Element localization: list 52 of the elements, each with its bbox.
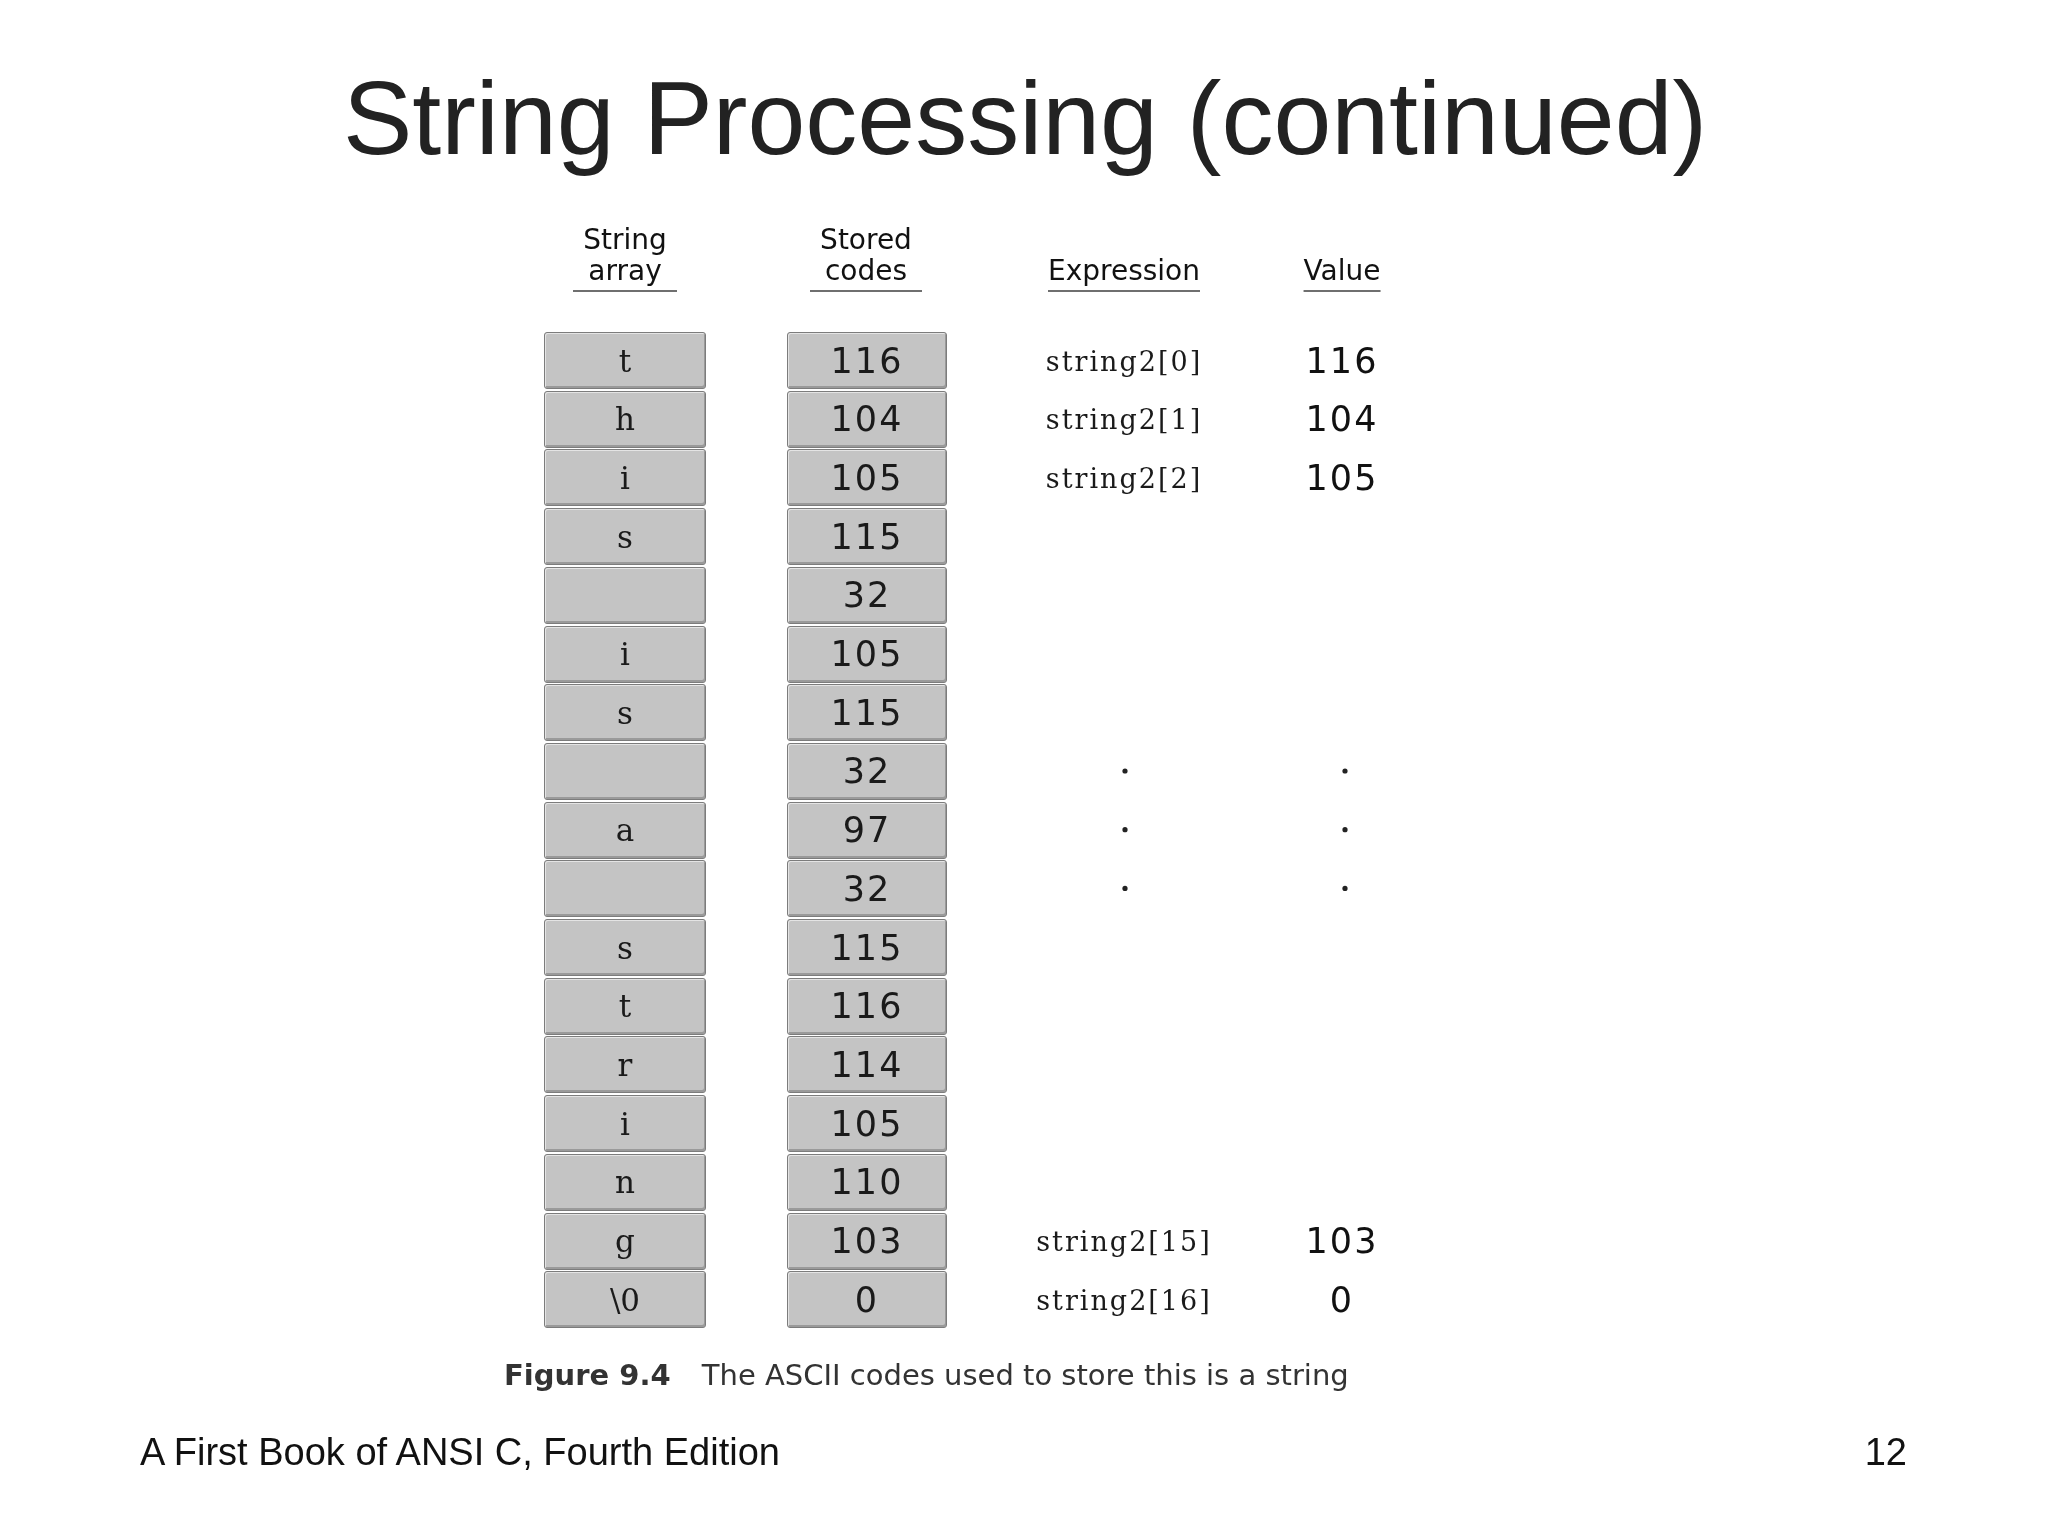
code-cell: 116 (787, 332, 947, 389)
column-header: String array (573, 224, 677, 292)
code-cell: 115 (787, 684, 947, 742)
character-cell: h (544, 390, 706, 448)
code-cell: 110 (787, 1153, 947, 1211)
expression-text: string2[1] (1045, 403, 1203, 435)
value-text: 105 (1305, 457, 1379, 498)
character-cell: t (544, 332, 706, 389)
character-cell: n (544, 1153, 706, 1211)
character-cell: g (544, 1212, 706, 1270)
value-text: 0 (1329, 1279, 1355, 1320)
character-cell: s (544, 508, 706, 566)
character-cell: i (544, 1095, 706, 1153)
character-cell: r (544, 1036, 706, 1094)
character-cell: s (544, 684, 706, 742)
code-cell: 32 (787, 566, 947, 624)
code-cell: 114 (787, 1036, 947, 1094)
slide-title: String Processing (continued) (342, 60, 1708, 176)
expression-text: string2[15] (1036, 1225, 1212, 1257)
code-cell: 0 (787, 1271, 947, 1329)
column-header: Expression (1048, 255, 1200, 292)
character-cell: i (544, 449, 706, 507)
figure-caption: Figure 9.4 The ASCII codes used to store this is a string (504, 1358, 1349, 1392)
code-cell: 103 (787, 1212, 947, 1270)
code-cell: 32 (787, 860, 947, 918)
code-cell: 97 (787, 801, 947, 859)
code-cell: 104 (787, 390, 947, 448)
code-cell: 32 (787, 742, 947, 800)
blank-cell (544, 566, 706, 624)
code-cell: 105 (787, 449, 947, 507)
value-text: 116 (1305, 340, 1379, 381)
character-cell: s (544, 919, 706, 976)
character-cell: \0 (544, 1271, 706, 1329)
value-text: 103 (1305, 1221, 1379, 1261)
expression-text: string2[0] (1045, 345, 1203, 376)
expression-text: string2[2] (1045, 462, 1203, 494)
character-cell: i (544, 625, 706, 683)
code-cell: 116 (787, 977, 947, 1035)
code-cell: 115 (787, 919, 947, 976)
code-cell: 115 (787, 508, 947, 566)
character-cell: a (544, 801, 706, 859)
character-cell: t (544, 977, 706, 1035)
code-cell: 105 (787, 625, 947, 683)
page-number: 12 (1864, 1430, 1907, 1474)
column-header: Value (1303, 255, 1381, 292)
value-text: 104 (1305, 399, 1379, 440)
code-cell: 105 (787, 1095, 947, 1153)
blank-cell (544, 742, 706, 800)
footer-text: A First Book of ANSI C, Fourth Edition (140, 1430, 780, 1474)
column-header: Stored codes (810, 224, 922, 292)
expression-text: string2[16] (1036, 1284, 1212, 1316)
blank-cell (544, 860, 706, 918)
